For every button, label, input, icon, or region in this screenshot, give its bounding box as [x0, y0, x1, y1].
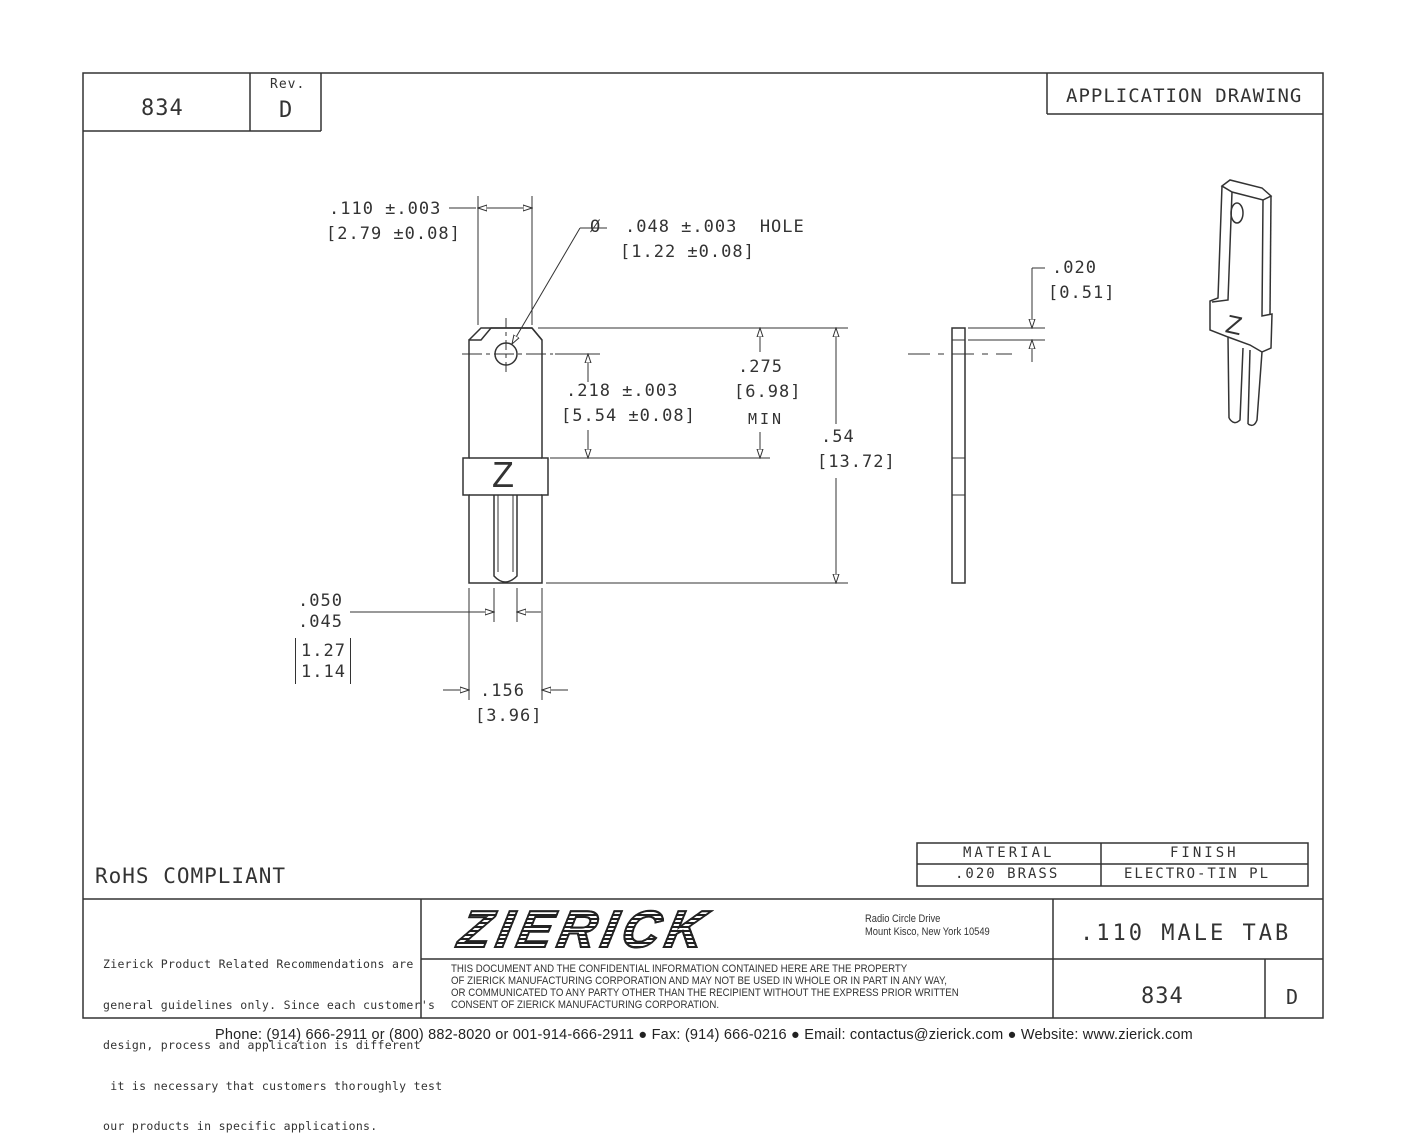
dim-thickness-mm-val: 0.51 [1059, 283, 1105, 303]
dim-tab-width-in: .110 ±.003 [329, 199, 442, 219]
dim-hole-in: .048 ±.003 HOLE [625, 217, 805, 237]
dim-hole-mm-val: 1.22 ±0.08 [631, 242, 744, 262]
contact-footer: Phone: (914) 666-2911 or (800) 882-8020 … [215, 1027, 1193, 1043]
tab-slot [493, 495, 518, 583]
drawing-title: .110 MALE TAB [1080, 921, 1292, 946]
confidential-line: CONSENT OF ZIERICK MANUFACTURING CORPORA… [451, 999, 720, 1011]
dim-slot-mm-min: 1.14 [301, 662, 346, 682]
confidential-line: THIS DOCUMENT AND THE CONFIDENTIAL INFOR… [451, 963, 908, 975]
material-value: .020 BRASS [955, 866, 1060, 882]
disclaimer-line: general guidelines only. Since each cust… [103, 997, 436, 1012]
dim-min-label: MIN [748, 410, 785, 428]
zierick-logo: ZIERICK [453, 900, 717, 960]
confidential-line: OR COMMUNICATED TO ANY PARTY OTHER THAN … [451, 987, 959, 999]
dim-total-len-in: .54 [821, 427, 855, 447]
address-line-1: Radio Circle Drive [865, 913, 941, 925]
doc-type-label: APPLICATION DRAWING [1066, 85, 1303, 107]
address-line-2: Mount Kisco, New York 10549 [865, 926, 990, 938]
disclaimer-line: Zierick Product Related Recommendations … [103, 957, 414, 971]
dim-hole-pos-in: .218 ±.003 [566, 381, 679, 401]
disclaimer-line: design, process and application is diffe… [103, 1038, 421, 1052]
tab-stamp-letter: Z [492, 454, 515, 495]
dim-tab-width-mm: [2.79 ±0.08] [326, 224, 461, 244]
disclaimer-line: it is necessary that customers thoroughl… [103, 1078, 443, 1093]
confidential-line: OF ZIERICK MANUFACTURING CORPORATION AND… [451, 975, 947, 987]
dim-slot-mm-max: 1.27 [301, 641, 346, 661]
finish-value: ELECTRO-TIN PL [1124, 866, 1271, 882]
finish-header: FINISH [1170, 845, 1239, 861]
dim-min-len-in: .275 [738, 357, 783, 377]
sheet-border [82, 72, 1324, 1019]
dim-total-len-mm: [13.72] [817, 452, 896, 472]
title-rev: D [1286, 985, 1300, 1009]
dim-min-len-mm: [6.98] [734, 382, 802, 402]
header-part-number: 834 [141, 96, 184, 121]
dim-min-len-mm-val: 6.98 [745, 382, 791, 402]
dim-slot-in-min: .045 [298, 612, 343, 632]
title-part-number: 834 [1141, 984, 1184, 1009]
material-header: MATERIAL [963, 845, 1055, 861]
dim-hole-pos-mm: [5.54 ±0.08] [561, 406, 696, 426]
side-view [951, 327, 966, 584]
dim-leg-width-mm-val: 3.96 [486, 706, 532, 726]
dim-slot-mm-bracket [295, 638, 351, 684]
dim-hole-mm: [1.22 ±0.08] [620, 242, 755, 262]
dim-thickness-in: .020 [1052, 258, 1097, 278]
dim-total-len-mm-val: 13.72 [828, 452, 885, 472]
dim-hole-symbol: Ø [590, 217, 602, 237]
dim-tab-width-mm-val: 2.79 ±0.08 [337, 224, 450, 244]
drawing-canvas [82, 72, 1324, 1019]
header-rev-label: Rev. [270, 77, 306, 92]
disclaimer-line: our products in specific applications. [103, 1119, 378, 1133]
confidential-notice: THIS DOCUMENT AND THE CONFIDENTIAL INFOR… [451, 963, 959, 1011]
dim-leg-width-mm: [3.96] [475, 706, 543, 726]
isometric-view [1209, 179, 1273, 427]
dim-thickness-mm: [0.51] [1048, 283, 1116, 303]
header-rev-value: D [279, 98, 294, 123]
dim-leg-width-in: .156 [480, 681, 525, 701]
rohs-label: RoHS COMPLIANT [95, 864, 287, 888]
dim-slot-in-max: .050 [298, 591, 343, 611]
dim-hole-pos-mm-val: 5.54 ±0.08 [572, 406, 685, 426]
